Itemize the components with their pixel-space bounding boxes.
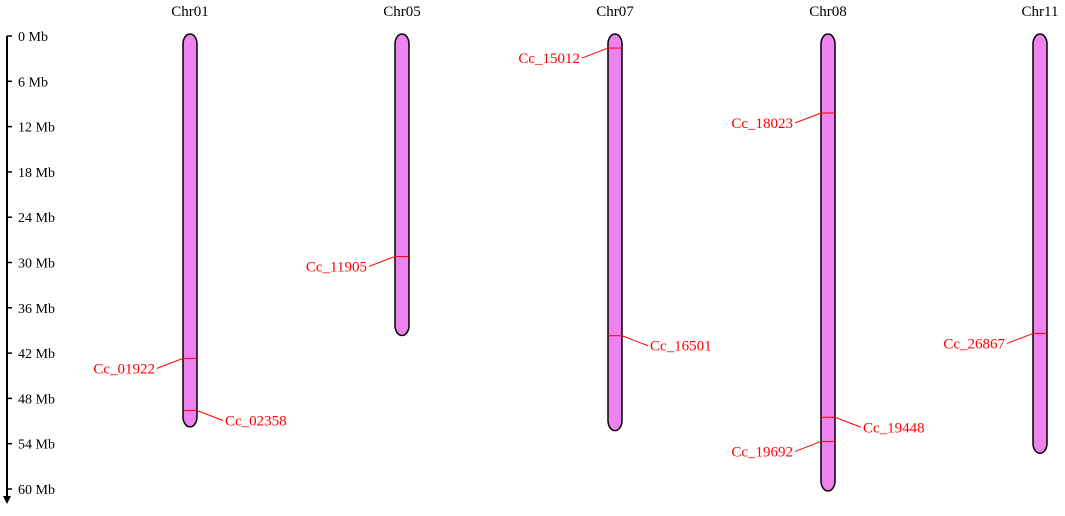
gene-leader-line [1006,333,1034,344]
axis-tick-label: 60 Mb [18,483,55,498]
gene-marker-cc-16501: Cc_16501 [608,335,712,355]
axis-tick-label: 18 Mb [18,166,55,181]
gene-label: Cc_16501 [650,339,712,355]
axis-tick-label: 42 Mb [18,347,55,362]
gene-marker-cc-02358: Cc_02358 [183,409,287,429]
axis-tick-label: 54 Mb [18,438,55,453]
gene-leader-line [196,410,224,421]
chromosome-layer: Chr01Cc_01922Cc_02358Chr05Cc_11905Chr07C… [93,4,1059,492]
gene-label: Cc_26867 [943,336,1005,352]
gene-label: Cc_11905 [306,259,367,275]
chromosome-name: Chr01 [171,4,209,20]
gene-label: Cc_15012 [518,51,580,67]
chromosome-name: Chr05 [383,4,421,20]
gene-leader-line [794,112,822,124]
gene-marker-cc-26867: Cc_26867 [943,332,1047,352]
axis-tick-label: 24 Mb [18,211,55,226]
gene-marker-cc-18023: Cc_18023 [731,112,835,132]
chromosome-body [182,33,198,428]
axis-tick-label: 12 Mb [18,121,55,136]
gene-marker-cc-01922: Cc_01922 [93,357,197,377]
gene-label: Cc_02358 [225,413,287,429]
scale-axis: 0 Mb 6 Mb 12 Mb 18 Mb 24 Mb 30 Mb 36 Mb 42 Mb 48… [3,30,55,504]
gene-leader-line [834,416,862,428]
axis-arrow-icon [3,496,11,504]
gene-label: Cc_19692 [731,444,793,460]
gene-label: Cc_18023 [731,116,793,132]
chromosome-name: Chr08 [809,4,847,20]
gene-leader-line [794,440,822,452]
chromosome-body [394,33,410,337]
axis-tick-label: 48 Mb [18,392,55,407]
chromosome-name: Chr11 [1022,4,1059,20]
gene-leader-line [581,47,609,59]
chromosome-name: Chr07 [596,4,634,20]
axis-tick-label: 36 Mb [18,302,55,317]
gene-marker-cc-15012: Cc_15012 [518,47,622,67]
axis-tick-label: 0 Mb [18,30,48,45]
axis-tick-label: 6 Mb [18,75,48,90]
gene-leader-line [621,335,649,347]
chromosome-body [607,33,623,432]
gene-marker-cc-19448: Cc_19448 [821,416,925,436]
gene-marker-cc-11905: Cc_11905 [306,255,409,275]
gene-marker-cc-19692: Cc_19692 [731,440,835,460]
gene-label: Cc_19448 [863,420,925,436]
chromosome-body [1032,33,1048,454]
axis-tick-label: 30 Mb [18,257,55,272]
gene-leader-line [368,255,396,267]
chromosome-body [820,33,836,492]
gene-leader-line [156,357,184,369]
gene-label: Cc_01922 [93,361,155,377]
